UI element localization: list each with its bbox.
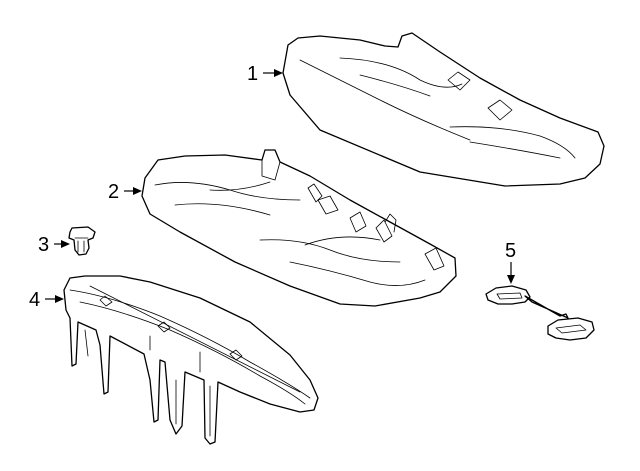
callout-3: 3	[38, 234, 70, 256]
callout-4: 4	[29, 289, 64, 311]
callout-5-label: 5	[505, 240, 516, 262]
arrow-1-icon	[274, 69, 283, 77]
part-4-seat-frame	[63, 275, 319, 445]
part-3-clip	[68, 226, 96, 256]
part-1-seat-back	[282, 32, 605, 187]
callout-3-label: 3	[38, 234, 49, 256]
callout-1: 1	[247, 63, 283, 85]
callout-4-label: 4	[29, 289, 40, 311]
part-5-latch	[485, 285, 595, 341]
arrow-5-icon	[507, 275, 515, 284]
callout-1-label: 1	[247, 63, 258, 85]
callout-2-label: 2	[108, 181, 119, 203]
arrow-4-icon	[55, 295, 64, 303]
part-2-seat-cushion	[141, 149, 457, 307]
arrow-2-icon	[133, 187, 142, 195]
callout-2: 2	[108, 181, 142, 203]
callout-5: 5	[505, 240, 516, 284]
arrow-3-icon	[61, 240, 70, 248]
